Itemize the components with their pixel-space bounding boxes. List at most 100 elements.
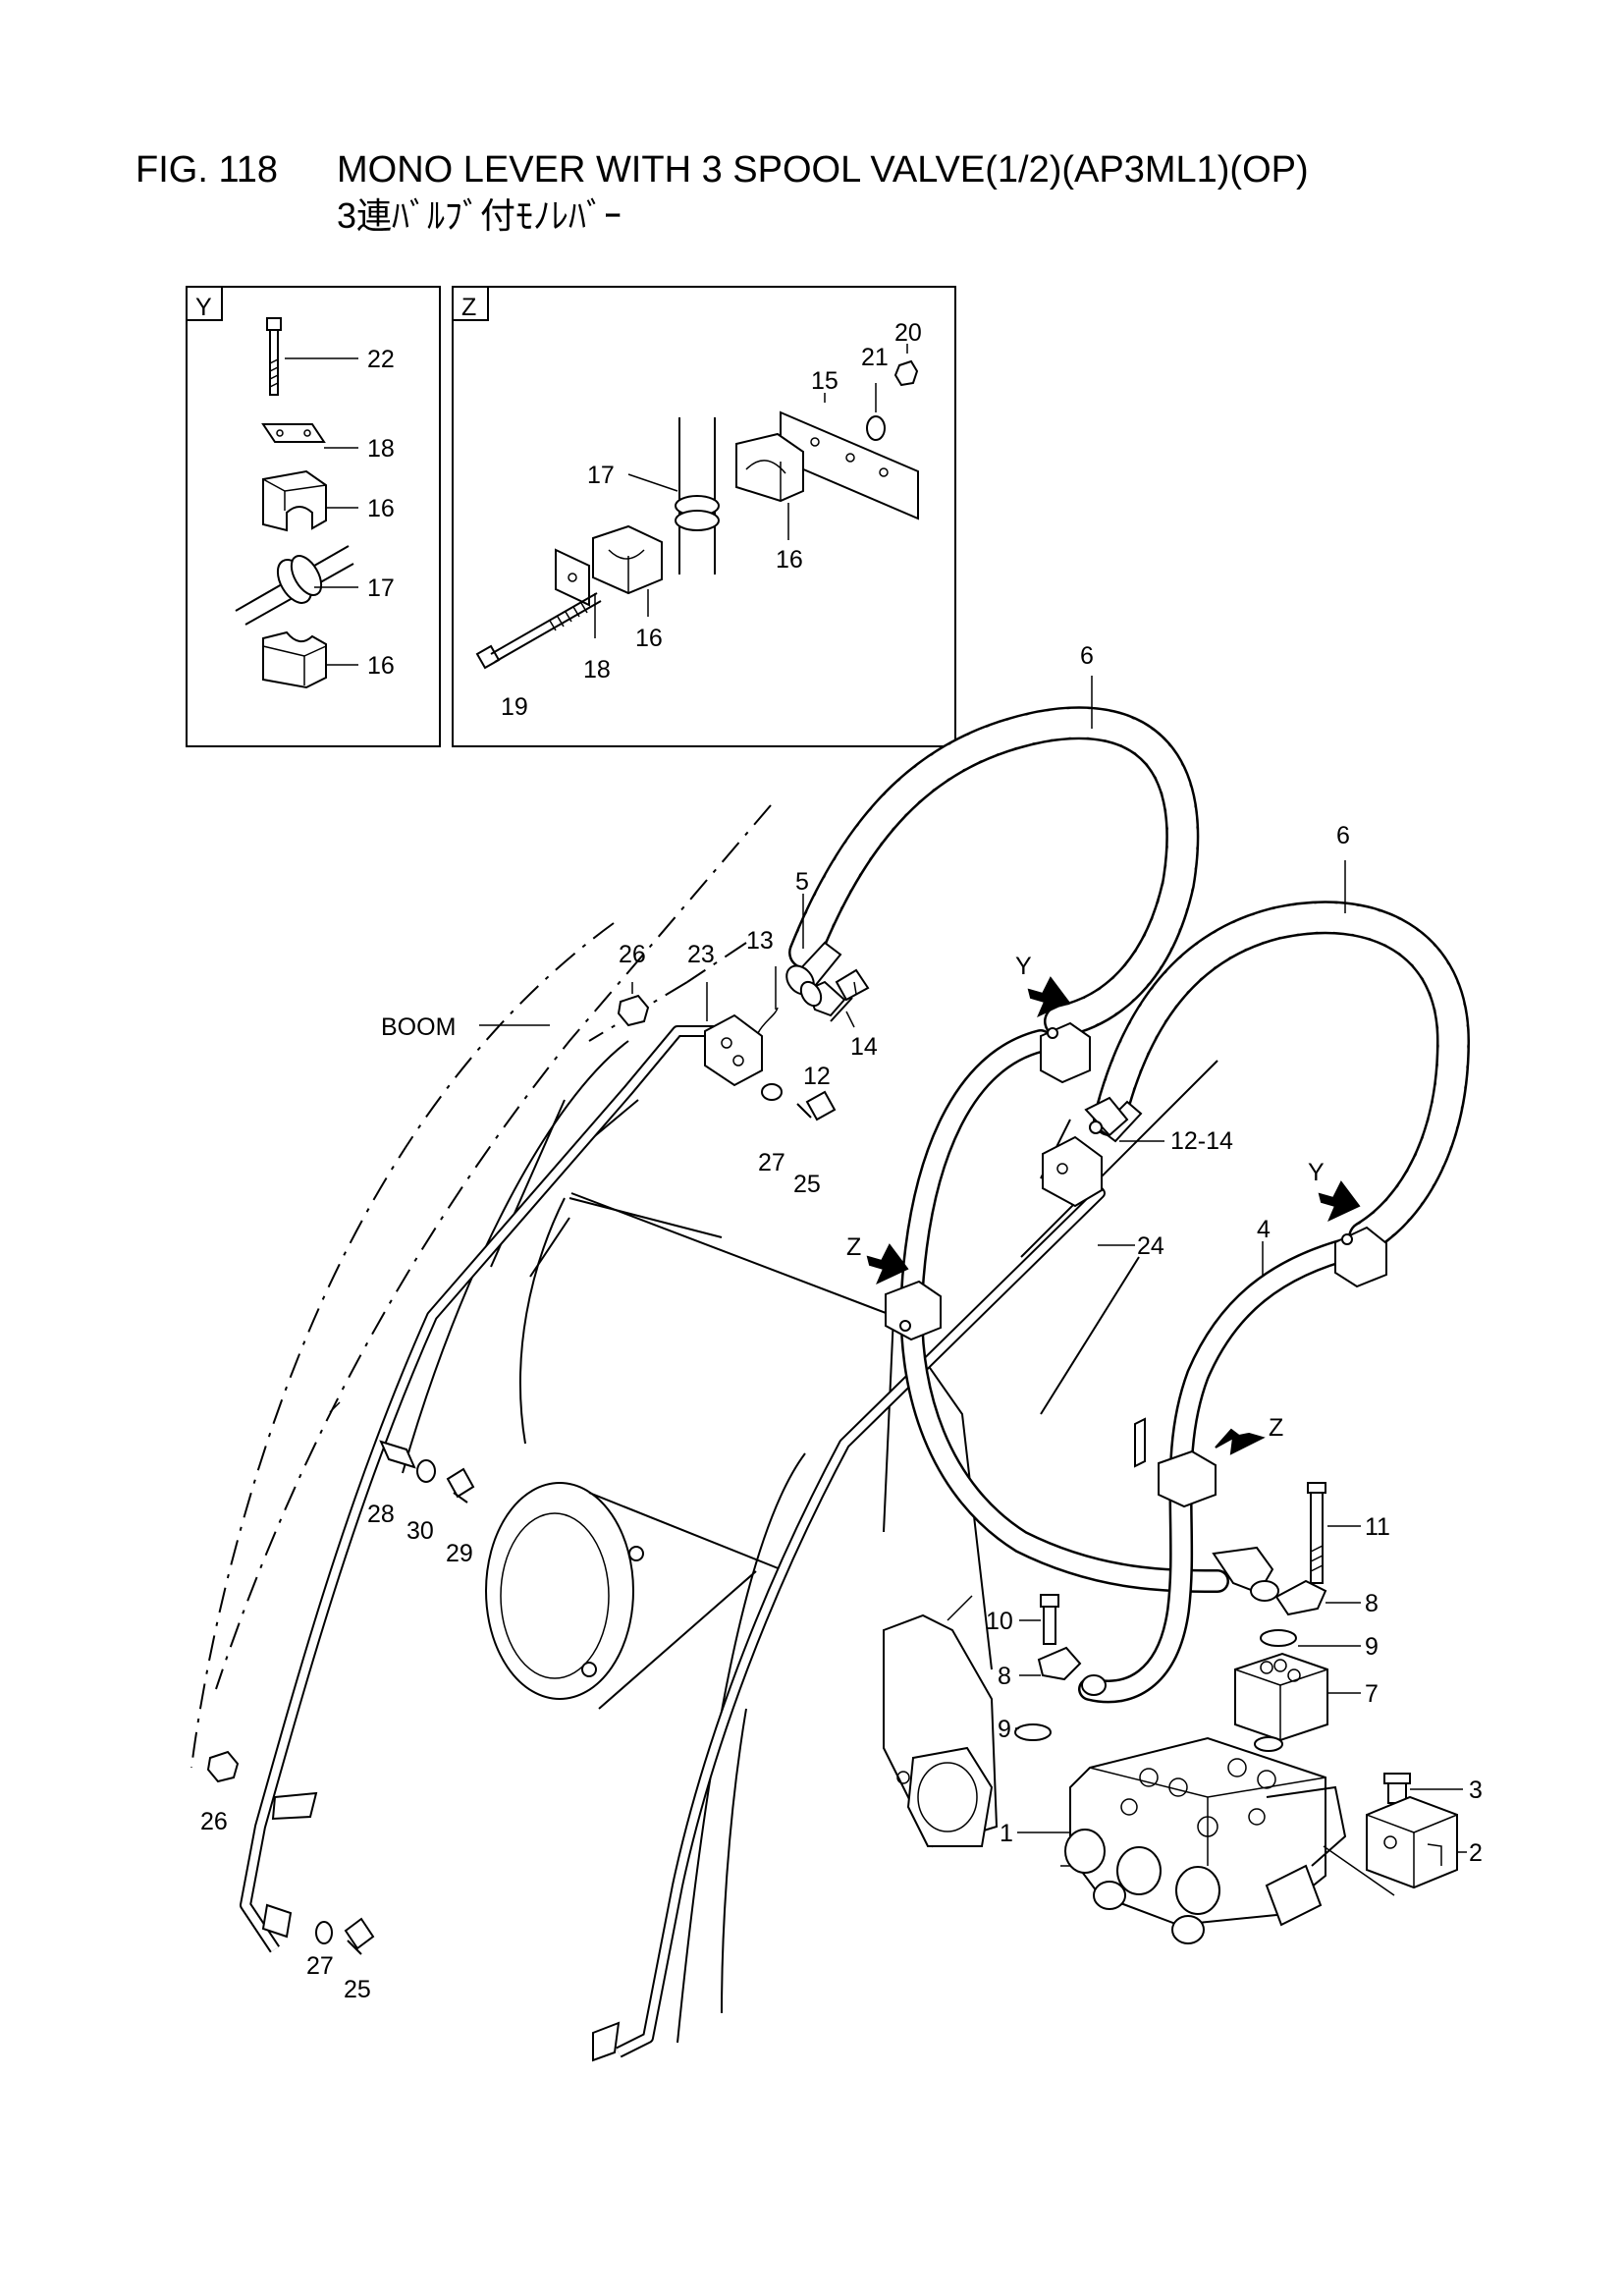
bracket-lower-mid: [592, 2021, 621, 2062]
callout-labels: 6 6 5 13 14 12 23 26 27 25 12-14 24 4 28…: [200, 642, 1483, 2003]
callout-23: 23: [687, 941, 715, 968]
view-arrow-z1: [866, 1243, 909, 1285]
bolt-11: [1307, 1482, 1326, 1584]
block-23: [704, 1013, 763, 1087]
o-ring-9-right: [1260, 1629, 1297, 1647]
view-marker-z2: Z: [1269, 1414, 1283, 1442]
inset-y: Y 22 18 16 17: [186, 286, 441, 747]
boom-phantom-mid: [190, 922, 615, 1769]
boom-edge-1: [402, 1040, 629, 1474]
callout-z19: 19: [501, 693, 528, 721]
view-arrow-z2: [1215, 1428, 1266, 1455]
inset-z: Z 20 21 15 16 17: [452, 286, 956, 747]
bracket-lower-left-2: [261, 1903, 293, 1939]
inset-z-frame: [452, 286, 956, 747]
view-arrow-y2: [1318, 1180, 1361, 1223]
bolt-19: [475, 592, 602, 670]
tube-17: [235, 545, 354, 626]
o-ring-9-left: [1014, 1723, 1052, 1741]
inset-y-tag-box: [186, 286, 223, 321]
callout-25-bottom: 25: [344, 1976, 371, 2003]
nut-26-bottom: [206, 1750, 240, 1783]
clamp-8-right: [1274, 1579, 1327, 1616]
view-arrow-y1: [1027, 976, 1070, 1018]
tube-17-z: [675, 417, 720, 574]
callout-y18: 18: [367, 435, 395, 463]
bracket-28: [379, 1440, 416, 1469]
clamp-half-16-upper: [262, 469, 327, 532]
callout-30: 30: [406, 1517, 434, 1545]
clamp-half-16-lower: [262, 630, 327, 689]
callout-z21: 21: [861, 344, 889, 371]
plate-18-z: [555, 548, 590, 607]
boom-bracket: [883, 1595, 999, 1848]
callout-1: 1: [1000, 1820, 1013, 1847]
callout-9-right: 9: [1365, 1633, 1379, 1661]
washer-30: [416, 1459, 436, 1483]
figure-title: FIG. 118 MONO LEVER WITH 3 SPOOL VALVE(1/…: [135, 147, 1309, 192]
callout-8-left: 8: [998, 1663, 1011, 1690]
callout-24: 24: [1137, 1232, 1164, 1260]
bolt-10: [1040, 1594, 1059, 1645]
figure-number: FIG. 118: [135, 149, 279, 191]
callout-9-left: 9: [998, 1716, 1011, 1743]
callout-12-14: 12-14: [1170, 1127, 1233, 1155]
block-7: [1234, 1652, 1328, 1742]
washer-27-top: [761, 1083, 783, 1101]
bracket-lower-left: [271, 1791, 318, 1821]
callout-13: 13: [746, 927, 774, 955]
callout-8-right: 8: [1365, 1590, 1379, 1617]
hose-4: [1078, 1235, 1367, 1704]
hose-clamp-top-left: [1040, 1021, 1091, 1084]
block-24: [1042, 1135, 1103, 1208]
elbow-12: [799, 980, 846, 1017]
bolt-29: [446, 1467, 475, 1503]
callout-7: 7: [1365, 1680, 1379, 1708]
callout-z18: 18: [583, 656, 611, 683]
callout-27-bottom: 27: [306, 1952, 334, 1980]
callout-26-top: 26: [619, 941, 646, 968]
callout-4: 4: [1257, 1216, 1271, 1243]
callout-z16a: 16: [776, 546, 803, 574]
inset-y-tag: Y: [195, 294, 212, 321]
spool-valve-1: [1060, 1736, 1347, 1944]
callout-27-top: 27: [758, 1149, 785, 1176]
fitting-group-12-14: [1084, 1096, 1129, 1137]
callout-2: 2: [1469, 1839, 1483, 1867]
washer-27-bottom: [315, 1921, 333, 1944]
tube-24: [616, 1165, 1106, 2058]
bolt-25-bottom: [344, 1917, 375, 1955]
inset-z-tag: Z: [461, 294, 476, 321]
callout-y16b: 16: [367, 652, 395, 680]
plate-18: [261, 423, 326, 443]
pin-13: [757, 1007, 779, 1034]
plug-3: [1383, 1773, 1411, 1804]
callout-6-right: 6: [1336, 822, 1350, 849]
bolt-22: [266, 317, 282, 396]
boom-label: BOOM: [381, 1013, 456, 1041]
callout-3: 3: [1469, 1777, 1483, 1804]
figure-title-text: MONO LEVER WITH 3 SPOOL VALVE(1/2)(AP3ML…: [337, 149, 1309, 191]
callout-z20: 20: [894, 319, 922, 347]
callout-z16b: 16: [635, 625, 663, 652]
clamp-half-16-z-left: [592, 524, 663, 595]
callout-y22: 22: [367, 346, 395, 373]
block-2: [1366, 1795, 1458, 1889]
bolt-25-top: [796, 1090, 837, 1121]
callout-12: 12: [803, 1063, 831, 1090]
callout-z17: 17: [587, 462, 615, 489]
hose-clamp-lower: [1134, 1417, 1217, 1508]
figure-subtitle: 3連ﾊﾞﾙﾌﾞ付ﾓﾉﾚﾊﾞｰ: [337, 195, 622, 236]
callout-29: 29: [446, 1540, 473, 1567]
hose-end-lower: [1081, 1674, 1107, 1696]
view-marker-z1: Z: [846, 1233, 861, 1261]
callout-11: 11: [1365, 1513, 1390, 1541]
callout-6-left: 6: [1080, 642, 1094, 670]
callout-25-top: 25: [793, 1171, 821, 1198]
boom-pivot-drum: [485, 1482, 786, 1710]
clamp-8-left: [1037, 1646, 1082, 1681]
o-ring-9-block: [1254, 1736, 1283, 1752]
view-marker-y2: Y: [1308, 1159, 1325, 1186]
callout-26-bottom: 26: [200, 1808, 228, 1835]
inset-z-tag-box: [452, 286, 489, 321]
